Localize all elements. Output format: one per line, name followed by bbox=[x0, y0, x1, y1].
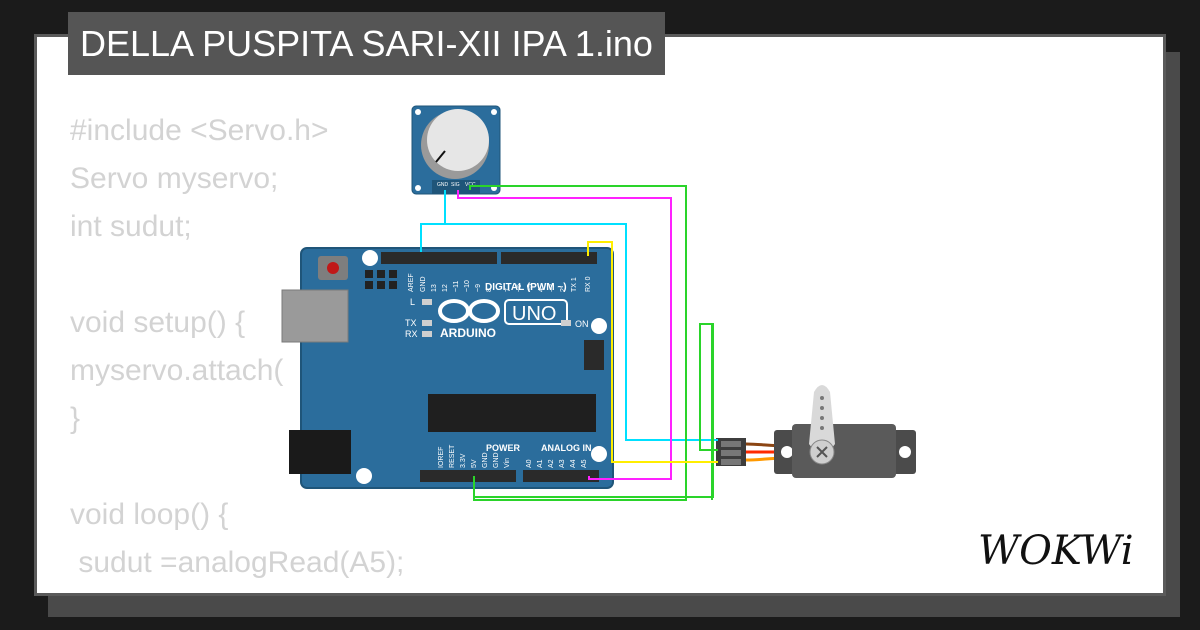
wire-vcc-servo[interactable] bbox=[475, 323, 718, 498]
pin-label: ~3 bbox=[549, 284, 556, 292]
code-line: Servo myservo; bbox=[70, 162, 279, 195]
mounting-hole bbox=[591, 446, 607, 462]
pin-label: 2 bbox=[560, 288, 567, 292]
pin-label: ~10 bbox=[464, 280, 471, 292]
pin-label: 5V bbox=[471, 459, 478, 468]
pin-label: ~6 bbox=[516, 284, 523, 292]
wokwi-logo-text: WOKWi bbox=[978, 528, 1134, 574]
power-pin-labels: IOREF RESET 3.3V 5V GND GND Vin bbox=[438, 444, 511, 468]
pin-label: A3 bbox=[559, 459, 566, 468]
pin-label: IOREF bbox=[438, 447, 445, 468]
usb-connector bbox=[281, 289, 349, 343]
mounting-hole bbox=[356, 468, 372, 484]
servo-motor[interactable] bbox=[716, 385, 916, 478]
rx-label: RX bbox=[405, 329, 418, 339]
model-label: UNO bbox=[512, 303, 556, 325]
wire-servo-signal[interactable] bbox=[587, 241, 718, 463]
pin-label: 3.3V bbox=[460, 453, 467, 468]
code-line: void loop() { bbox=[70, 498, 229, 531]
pin-label: 12 bbox=[442, 284, 449, 292]
tx-led bbox=[422, 320, 432, 326]
on-label: ON bbox=[575, 319, 589, 329]
l-led bbox=[422, 299, 432, 305]
wire-signal[interactable] bbox=[457, 190, 672, 480]
pin-label: GND bbox=[482, 452, 489, 468]
power-header bbox=[420, 470, 516, 482]
code-line: int sudut; bbox=[70, 210, 192, 243]
pin-label: 4 bbox=[538, 288, 545, 292]
mounting-hole bbox=[362, 250, 378, 266]
code-preview: #include <Servo.h> Servo myservo; int su… bbox=[70, 107, 571, 593]
on-led bbox=[561, 320, 571, 326]
knob-indicator bbox=[435, 150, 446, 163]
reset-button-cap bbox=[327, 262, 339, 274]
code-line: } bbox=[70, 402, 81, 435]
pin-label: TX 1 bbox=[571, 277, 578, 292]
pin-label: AREF bbox=[408, 273, 415, 292]
wokwi-logo: WOKWi bbox=[978, 528, 1134, 574]
pin-label: RX 0 bbox=[585, 276, 592, 292]
code-line: #include <Servo.h> bbox=[70, 114, 329, 147]
digital-header-left bbox=[381, 252, 497, 264]
code-line: myservo.attach( bbox=[70, 354, 284, 387]
pot-pin-label: GND bbox=[437, 182, 449, 188]
power-label: POWER bbox=[486, 443, 521, 453]
arduino-infinity-icon bbox=[438, 299, 500, 323]
pot-pin-label: SIG bbox=[451, 182, 460, 188]
analog-label: ANALOG IN bbox=[541, 443, 592, 453]
brand-label: ARDUINO bbox=[440, 326, 496, 340]
analog-header bbox=[523, 470, 599, 482]
digital-label: DIGITAL (PWM ~) bbox=[485, 282, 567, 293]
pin-label: Vin bbox=[504, 458, 511, 468]
pin-label: ~5 bbox=[527, 284, 534, 292]
analog-pin-labels: A0 A1 A2 A3 A4 A5 bbox=[526, 459, 588, 468]
pin-label: RESET bbox=[449, 444, 456, 468]
wires[interactable] bbox=[420, 185, 718, 501]
pin-label: A2 bbox=[548, 459, 555, 468]
tx-label: TX bbox=[405, 318, 417, 328]
model-badge bbox=[504, 299, 568, 325]
icsp-header-right bbox=[584, 340, 604, 370]
project-title: DELLA PUSPITA SARI-XII IPA 1.ino bbox=[68, 12, 665, 75]
pin-label: A0 bbox=[526, 459, 533, 468]
pin-label: A1 bbox=[537, 459, 544, 468]
pin-label: A4 bbox=[570, 459, 577, 468]
pin-label: ~11 bbox=[453, 281, 460, 292]
pin-label: 13 bbox=[431, 284, 438, 292]
arduino-uno-board[interactable]: ARDUINO UNO DIGITAL (PWM ~) POWER ANALOG… bbox=[281, 247, 614, 489]
code-line: sudut =analogRead(A5); bbox=[70, 546, 405, 579]
digital-pin-labels: AREF GND 13 12 ~11 ~10 ~9 8 7 ~6 ~5 4 ~3 2 TX 1 RX 0 bbox=[408, 273, 592, 292]
code-line: void setup() { bbox=[70, 306, 246, 339]
power-jack bbox=[289, 430, 351, 474]
rx-led bbox=[422, 331, 432, 337]
icsp-header-top bbox=[365, 270, 397, 289]
l-label: L bbox=[410, 297, 415, 307]
pin-label: GND bbox=[420, 276, 427, 292]
pin-label: 8 bbox=[486, 288, 493, 292]
atmega-chip bbox=[428, 394, 596, 432]
pin-label: ~9 bbox=[475, 284, 482, 292]
pin-label: A5 bbox=[581, 459, 588, 468]
mounting-hole bbox=[591, 318, 607, 334]
pin-label: 7 bbox=[505, 288, 512, 292]
pin-label: GND bbox=[493, 452, 500, 468]
digital-header-right bbox=[501, 252, 597, 264]
